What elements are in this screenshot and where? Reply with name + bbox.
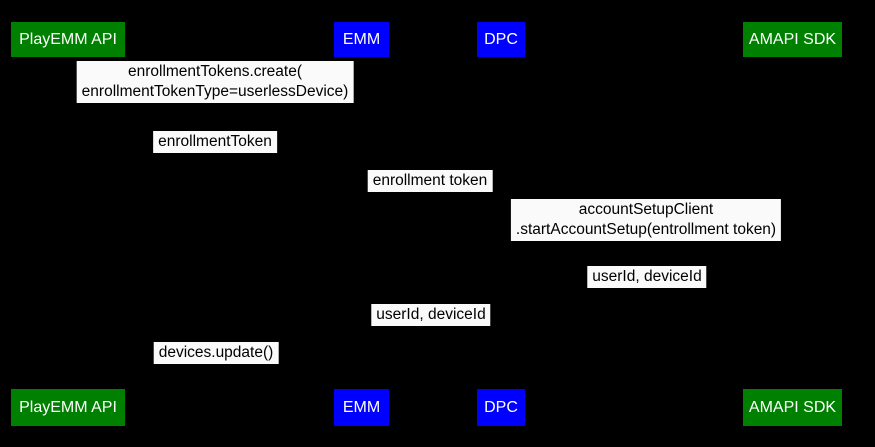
message-userid-deviceid-to-emm: userId, deviceId	[371, 304, 491, 326]
message-enrollment-tokens-create: enrollmentTokens.create( enrollmentToken…	[76, 61, 354, 103]
message-line: enrollment token	[372, 172, 488, 189]
message-line: userId, deviceId	[376, 306, 486, 323]
message-line: enrollmentTokens.create(	[127, 63, 303, 80]
actor-emm-bottom: EMM	[334, 389, 389, 426]
message-line: userId, deviceId	[592, 268, 702, 285]
message-enrollment-token-to-dpc: enrollment token	[367, 170, 493, 192]
actor-playemm-api-bottom: PlayEMM API	[11, 389, 125, 426]
message-line: accountSetupClient	[578, 201, 714, 218]
message-line: enrollmentTokenType=userlessDevice)	[81, 83, 349, 100]
actor-amapi-sdk-top: AMAPI SDK	[743, 22, 842, 57]
message-devices-update: devices.update()	[153, 342, 279, 364]
actor-amapi-sdk-bottom: AMAPI SDK	[743, 389, 842, 426]
message-line: enrollmentToken	[158, 133, 272, 150]
actor-label: DPC	[484, 30, 518, 48]
actor-label: AMAPI SDK	[748, 30, 837, 48]
actor-emm-top: EMM	[334, 22, 389, 57]
actor-label: PlayEMM API	[19, 398, 117, 416]
actor-label: AMAPI SDK	[748, 398, 837, 416]
actor-label: EMM	[342, 30, 381, 48]
actor-label: EMM	[342, 398, 381, 416]
message-line: .startAccountSetup(entrollment token)	[515, 221, 777, 238]
actor-dpc-bottom: DPC	[477, 389, 525, 426]
actor-playemm-api-top: PlayEMM API	[11, 22, 125, 57]
message-enrollment-token-return: enrollmentToken	[153, 131, 277, 153]
message-start-account-setup: accountSetupClient .startAccountSetup(en…	[510, 199, 782, 241]
actor-label: DPC	[484, 398, 518, 416]
actor-label: PlayEMM API	[19, 30, 117, 48]
message-userid-deviceid-to-dpc: userId, deviceId	[587, 266, 707, 288]
message-line: devices.update()	[158, 344, 274, 361]
actor-dpc-top: DPC	[477, 22, 525, 57]
